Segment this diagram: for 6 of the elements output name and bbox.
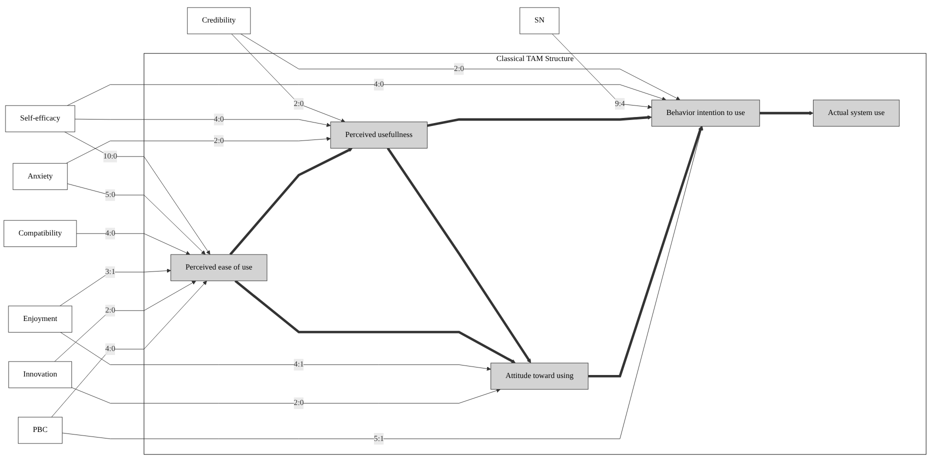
arrow	[386, 148, 532, 364]
arrow	[234, 280, 516, 364]
arrow	[588, 126, 702, 378]
arrow	[229, 148, 353, 256]
arrow	[427, 115, 652, 127]
arrow	[760, 110, 814, 116]
